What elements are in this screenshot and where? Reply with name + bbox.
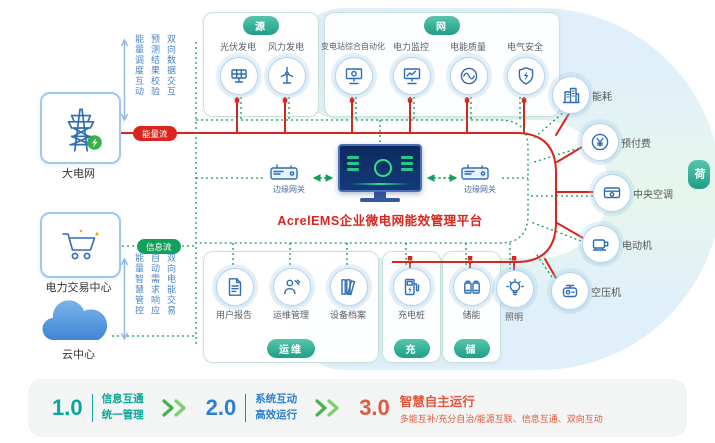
energy-consumption-icon	[552, 76, 590, 114]
gateway-label: 边缘网关	[273, 185, 305, 194]
power-quality-label: 电能质量	[449, 42, 486, 52]
user-report-icon	[216, 268, 254, 306]
section-storage-header: 储	[453, 339, 490, 358]
substation-automation-icon	[335, 57, 373, 95]
wind-label: 风力发电	[267, 42, 304, 52]
platform-title: AcrelEMS企业微电网能效管理平台	[277, 214, 483, 228]
evolution-legend: 1.0 信息互通 统一管理 2.0 系统互动 高效运行 3.0	[28, 379, 687, 437]
pv-label: 光伏发电	[219, 42, 256, 52]
charging-pile-label: 充电桩	[397, 310, 425, 320]
energy-storage-icon	[453, 268, 491, 306]
substation-label: 变电站综合自动化	[321, 42, 385, 51]
double-arrow-icon	[120, 257, 129, 341]
top-annotation: 能量调度互动 预测结果校验 双向数据交互	[120, 34, 177, 126]
section-charging-header: 充	[393, 339, 430, 358]
main-grid-box	[40, 92, 121, 164]
section-storage: 储 储能	[442, 251, 501, 363]
stage-3-line1: 智慧自主运行	[399, 395, 475, 409]
air-compressor-label: 空压机	[591, 288, 621, 299]
pv-icon	[220, 57, 258, 95]
annotation-line: 自动需求响应	[150, 253, 160, 316]
central-ac-icon	[593, 174, 631, 212]
annotation-line: 能量智慧管控	[134, 253, 144, 316]
stage-1-version: 1.0	[52, 395, 83, 420]
cloud-icon	[42, 300, 108, 341]
power-trading-label: 电力交易中心	[45, 282, 112, 294]
info-flow-badge: 信息流	[137, 239, 181, 254]
stage-2: 2.0 系统互动 高效运行	[205, 392, 298, 424]
section-maintenance: 运维 用户报告 运维管理 设备档案	[203, 251, 379, 363]
section-source-header: 源	[243, 16, 279, 35]
edge-gateway-left: 边缘网关	[269, 163, 309, 195]
energy-storage-label: 储能	[462, 310, 481, 320]
electric-motor-icon	[582, 225, 620, 263]
air-compressor-icon	[551, 272, 589, 310]
maintenance-management-icon	[273, 268, 311, 306]
transmission-tower-icon	[67, 108, 102, 152]
annotation-line: 双向电能交易	[166, 253, 176, 316]
lighting-label: 照明	[504, 312, 523, 322]
edge-gateway-right: 边缘网关	[460, 163, 500, 195]
power-monitoring-icon	[393, 57, 431, 95]
chevron-icon	[315, 399, 339, 417]
stage-2-line1: 系统互动	[255, 393, 298, 406]
stage-3-line2: 多能互补/充分自治/能源互联、信息互通、双向互动	[399, 414, 603, 424]
dashboard-screen	[338, 144, 422, 192]
cloud-center-label: 云中心	[62, 349, 95, 361]
bottom-annotation: 能量智慧管控 自动需求响应 双向电能交易	[120, 253, 177, 345]
section-maintenance-header: 运维	[267, 339, 315, 358]
energy-consumption-label: 能耗	[592, 92, 612, 103]
electrical-safety-icon	[507, 57, 545, 95]
stage-2-line2: 高效运行	[255, 409, 298, 421]
prepaid-label: 预付费	[621, 139, 651, 150]
central-ac-label: 中央空调	[633, 190, 673, 201]
double-arrow-icon	[120, 38, 129, 122]
power-quality-icon	[450, 57, 488, 95]
section-network-header: 网	[424, 16, 460, 35]
power-trading-box	[40, 212, 121, 278]
energy-flow-badge: 能量流	[133, 126, 177, 141]
main-grid-label: 大电网	[62, 168, 95, 180]
electrical-safety-label: 电气安全	[506, 42, 543, 52]
device-archive-label: 设备档案	[329, 310, 366, 320]
annotation-line: 预测结果校验	[150, 34, 160, 97]
stage-2-version: 2.0	[205, 395, 237, 420]
gateway-device-icon	[270, 164, 298, 180]
stage-1-line2: 统一管理	[101, 409, 144, 421]
charging-pile-icon	[393, 268, 431, 306]
wind-turbine-icon	[268, 57, 306, 95]
stage-3: 3.0 智慧自主运行 多能互补/充分自治/能源互联、信息互通、双向互动	[359, 391, 603, 425]
power-monitoring-label: 电力监控	[392, 42, 429, 52]
shopping-cart-icon	[61, 229, 99, 260]
user-report-label: 用户报告	[215, 310, 252, 320]
stage-1: 1.0 信息互通 统一管理	[52, 392, 144, 424]
section-load-header: 荷	[688, 160, 710, 189]
section-network: 网 变电站综合自动化 电力监控 电能质量 电气安全	[321, 12, 560, 117]
lighting-icon	[496, 270, 534, 308]
maintenance-management-label: 运维管理	[272, 310, 309, 320]
annotation-line: 双向数据交互	[166, 34, 176, 97]
section-source: 源 光伏发电 风力发电	[203, 12, 319, 117]
section-charging: 充 充电桩	[382, 251, 441, 363]
device-archive-icon	[330, 268, 368, 306]
electric-motor-label: 电动机	[622, 241, 652, 252]
annotation-line: 能量调度互动	[134, 34, 144, 97]
stage-1-line1: 信息互通	[101, 393, 144, 406]
prepaid-icon	[581, 123, 619, 161]
gateway-device-icon	[461, 164, 489, 180]
stage-3-version: 3.0	[359, 395, 390, 420]
gateway-label: 边缘网关	[464, 185, 496, 194]
platform-monitor	[338, 144, 422, 202]
chevron-icon	[161, 399, 186, 417]
